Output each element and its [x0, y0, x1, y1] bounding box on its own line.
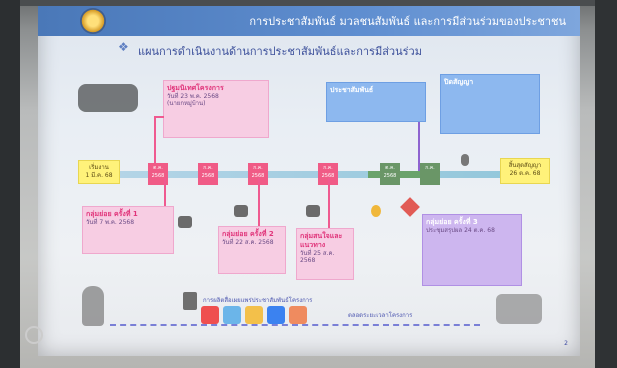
- kickoff-heading: ปฐมนิเทศโครงการ: [167, 84, 224, 92]
- document-icon: [183, 292, 197, 310]
- media-brochure-icon: [201, 306, 219, 324]
- public-relations-box: ประชาสัมพันธ์: [326, 82, 426, 122]
- media-social-icon: [289, 306, 307, 324]
- group-meeting-2-heading: กลุ่มย่อย ครั้งที่ 2: [222, 230, 274, 238]
- connector-kickoff: [154, 116, 156, 171]
- media-icons: [201, 306, 307, 328]
- project-duration-label: ตลอดระยะเวลาโครงการ: [348, 312, 413, 319]
- kickoff-note: (นายกหมู่บ้าน): [167, 100, 206, 108]
- timeline-month: ก.ค. 2568: [248, 163, 268, 185]
- end-label: สิ้นสุดสัญญา: [508, 162, 542, 169]
- presentation-icon: [234, 205, 248, 217]
- start-date: 1 มี.ค. 68: [85, 171, 113, 179]
- screen-frame-right: [595, 0, 617, 368]
- people-icon: [178, 216, 192, 228]
- microphone-icon: [461, 154, 469, 166]
- people-plants-illustration: [496, 294, 542, 324]
- timeline-month: ต.ค. 2568: [148, 163, 168, 185]
- group-meeting-2-box: กลุ่มย่อย ครั้งที่ 2 วันที่ 22 ส.ค. 2568: [218, 226, 286, 274]
- room-ceiling: [0, 0, 617, 6]
- media-production-label: การผลิตสื่อเผยแพร่ประชาสัมพันธ์โครงการ: [203, 297, 313, 304]
- project-duration-line: [110, 324, 480, 326]
- slide-subtitle: แผนการดำเนินงานด้านการประชาสัมพันธ์และกา…: [138, 45, 422, 58]
- group-meeting-3-heading: กลุ่มย่อย ครั้งที่ 3: [426, 218, 478, 226]
- connector-group-1: [164, 178, 166, 206]
- slide-header: การประชาสัมพันธ์ มวลชนสัมพันธ์ และการมีส…: [38, 6, 580, 36]
- start-box: เริ่มงาน 1 มี.ค. 68: [78, 160, 120, 184]
- media-video-icon: [267, 306, 285, 324]
- meeting-icon: [306, 205, 320, 217]
- public-relations-heading: ประชาสัมพันธ์: [330, 86, 374, 94]
- watermark-circle: [25, 326, 43, 344]
- agency-logo: [80, 8, 106, 34]
- timeline-month: ต.ค. 2568: [380, 163, 400, 185]
- kickoff-date: วันที่ 23 พ.ค. 2568: [167, 92, 219, 100]
- start-label: เริ่มงาน: [89, 164, 109, 171]
- people-meeting-illustration: [78, 84, 138, 112]
- group-meeting-2-date: วันที่ 22 ส.ค. 2568: [222, 238, 274, 246]
- slide-page-number: 2: [564, 340, 568, 347]
- group-meeting-3-date: ประชุมสรุปผล 24 ต.ค. 68: [426, 226, 495, 234]
- end-date: 26 ต.ค. 68: [509, 169, 541, 177]
- bullet-diamond-icon: ❖: [118, 40, 129, 54]
- media-poster-icon: [223, 306, 241, 324]
- connector-focus: [328, 178, 330, 228]
- group-meeting-1-date: วันที่ 7 พ.ค. 2568: [86, 218, 135, 226]
- closing-heading: ปิดสัญญา: [444, 78, 474, 86]
- group-meeting-1-heading: กลุ่มย่อย ครั้งที่ 1: [86, 210, 138, 218]
- arrow-icon: [400, 197, 420, 217]
- timeline-month: ก.ค.: [420, 163, 440, 185]
- connector-group-2: [258, 178, 260, 226]
- closing-box: ปิดสัญญา: [440, 74, 540, 134]
- end-box: สิ้นสุดสัญญา 26 ต.ค. 68: [500, 158, 550, 184]
- walking-person-icon: [82, 286, 104, 326]
- timeline-bar: [80, 171, 540, 178]
- screen-frame-left: [0, 0, 20, 368]
- timeline-month: ก.ค. 2568: [318, 163, 338, 185]
- connector-closing: [418, 122, 420, 172]
- connector-kickoff-h: [154, 116, 164, 118]
- focus-group-date: วันที่ 25 ส.ค. 2568: [300, 249, 335, 265]
- lightbulb-icon: [371, 205, 381, 217]
- kickoff-box: ปฐมนิเทศโครงการ วันที่ 23 พ.ค. 2568 (นาย…: [163, 80, 269, 138]
- group-meeting-3-box: กลุ่มย่อย ครั้งที่ 3 ประชุมสรุปผล 24 ต.ค…: [422, 214, 522, 286]
- group-meeting-1-box: กลุ่มย่อย ครั้งที่ 1 วันที่ 7 พ.ค. 2568: [82, 206, 174, 254]
- presentation-slide: การประชาสัมพันธ์ มวลชนสัมพันธ์ และการมีส…: [38, 6, 580, 356]
- media-banner-icon: [245, 306, 263, 324]
- focus-group-heading: กลุ่มสนใจและแนวทาง: [300, 232, 343, 249]
- focus-group-box: กลุ่มสนใจและแนวทาง วันที่ 25 ส.ค. 2568: [296, 228, 354, 280]
- slide-title: การประชาสัมพันธ์ มวลชนสัมพันธ์ และการมีส…: [249, 15, 566, 28]
- timeline-month: ก.ค. 2568: [198, 163, 218, 185]
